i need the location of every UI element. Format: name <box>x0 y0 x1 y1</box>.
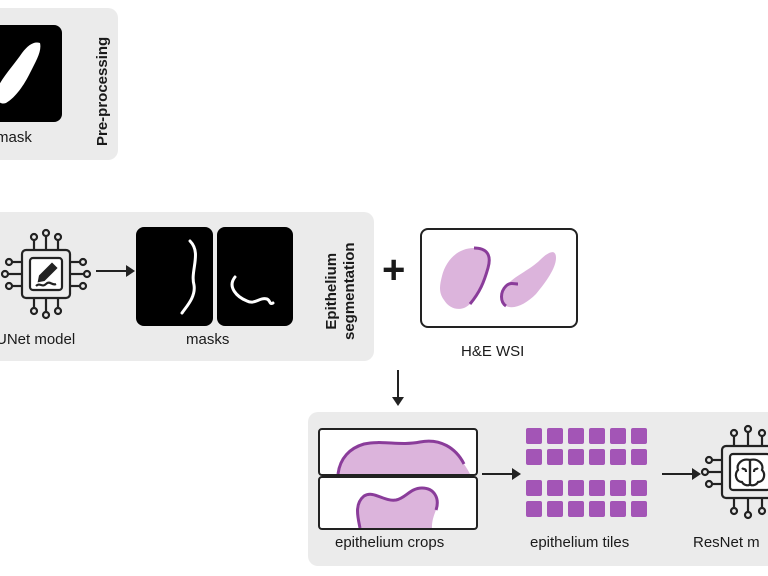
mask-label: mask <box>0 129 32 146</box>
epithelium-tile <box>526 480 542 496</box>
epithelium-tile <box>610 449 626 465</box>
epithelium-tile <box>547 480 563 496</box>
resnet-brain-chip-icon <box>700 424 768 520</box>
epithelium-tile <box>568 501 584 517</box>
tiles-grid <box>526 428 658 524</box>
segmentation-mask-2 <box>217 227 293 326</box>
wsi-frame <box>420 228 578 328</box>
crops-label: epithelium crops <box>335 534 445 551</box>
epithelium-tile <box>547 449 563 465</box>
segmentation-title-line1: Epithelium <box>323 252 340 330</box>
epithelium-tile <box>631 449 647 465</box>
unet-chip-icon <box>0 228 92 320</box>
arrow-to-resnet <box>662 468 701 480</box>
epithelium-tile <box>526 449 542 465</box>
epithelium-tile <box>610 480 626 496</box>
resnet-model-label: ResNet m <box>693 534 760 551</box>
epithelium-tile <box>526 501 542 517</box>
epithelium-tile <box>547 428 563 444</box>
epithelium-tile <box>631 480 647 496</box>
crop-2-tissue <box>356 486 439 528</box>
preprocessing-title: Pre-processing <box>94 36 111 146</box>
crop-1 <box>318 428 478 476</box>
epithelium-tile <box>568 449 584 465</box>
epithelium-tile <box>526 428 542 444</box>
epithelium-tile <box>610 428 626 444</box>
mask-2-line <box>230 275 275 305</box>
unet-model-label: UNet model <box>0 331 76 348</box>
crop-2 <box>318 476 478 530</box>
epithelium-tile <box>631 501 647 517</box>
segmentation-title-line2: segmentation <box>341 242 358 340</box>
wsi-tissue <box>440 246 556 309</box>
epithelium-tile <box>547 501 563 517</box>
plus-symbol: + <box>382 248 406 292</box>
epithelium-tile <box>589 428 605 444</box>
arrow-down <box>392 370 404 406</box>
segmentation-mask-1 <box>136 227 213 326</box>
epithelium-tile <box>610 501 626 517</box>
arrow-to-tiles <box>482 468 521 480</box>
segmentation-title: Epithelium segmentation <box>323 242 359 340</box>
crop-1-tissue <box>336 439 470 474</box>
tiles-label: epithelium tiles <box>530 534 630 551</box>
mask-1-line <box>180 239 197 315</box>
epithelium-tile <box>589 449 605 465</box>
arrow-to-masks <box>96 265 135 277</box>
masks-label: masks <box>186 331 230 348</box>
epithelium-tile <box>568 428 584 444</box>
epithelium-tile <box>589 501 605 517</box>
mask-shape <box>0 42 41 104</box>
preprocessing-mask-image <box>0 25 62 122</box>
epithelium-tile <box>631 428 647 444</box>
epithelium-tile <box>568 480 584 496</box>
epithelium-tile <box>589 480 605 496</box>
wsi-label: H&E WSI <box>461 343 525 360</box>
